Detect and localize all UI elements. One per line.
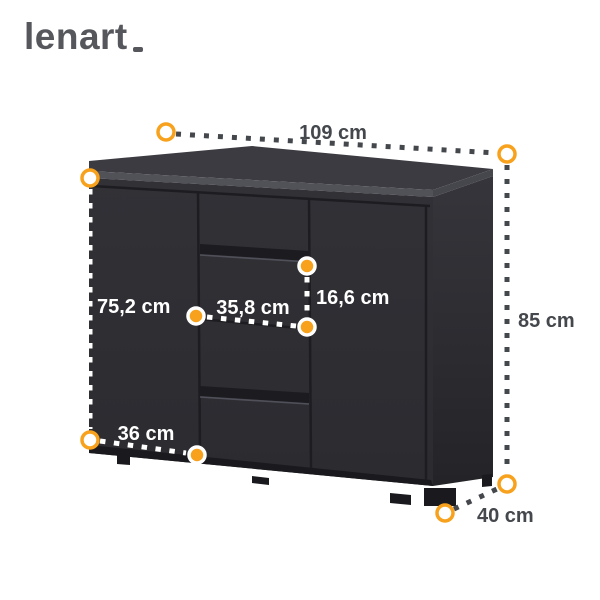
dimension-line-total-width (175, 131, 497, 156)
measure-point-icon (297, 256, 317, 276)
measure-point-icon (80, 430, 100, 450)
cabinet-foot-left (117, 454, 130, 465)
measure-point-icon (156, 122, 176, 142)
cabinet-foot-middle (252, 476, 269, 485)
drawer-groove-1-highlight (199, 254, 310, 263)
measure-point-icon (297, 317, 317, 337)
measure-point-icon (186, 306, 206, 326)
measure-point-icon (497, 474, 517, 494)
drawer-groove-2 (200, 386, 309, 403)
label-left-door-width: 36 cm (118, 423, 175, 445)
measure-point-icon (435, 503, 455, 523)
label-drawer-height: 16,6 cm (316, 287, 389, 309)
cabinet-foot-right (390, 493, 411, 505)
cabinet-plinth-shadow (89, 445, 433, 486)
cabinet-side-face (433, 176, 493, 486)
cabinet-top-front-edge (89, 171, 433, 197)
brand-logo-text: lenart (24, 16, 128, 57)
label-drawer-width: 35,8 cm (216, 297, 289, 319)
dimension-line-drawer-width (206, 314, 297, 329)
label-total-height: 85 cm (518, 310, 575, 332)
measure-point-icon (80, 168, 100, 188)
cabinet-top-right-edge (433, 169, 493, 197)
drawer-groove-1 (200, 244, 309, 261)
label-total-width: 109 cm (299, 122, 367, 144)
drawer-groove-2-highlight (199, 396, 310, 405)
cabinet-top-gap (91, 184, 431, 208)
measure-point-icon (497, 144, 517, 164)
dimension-annotations: 109 cm 85 cm 40 cm 75,2 cm 36 cm 35,8 cm… (80, 122, 575, 527)
cabinet-top-face (89, 146, 493, 190)
cabinet-foot-front-right (424, 488, 456, 506)
cabinet-front-face (89, 178, 433, 486)
label-left-side-height: 75,2 cm (97, 296, 170, 318)
cabinet-illustration (89, 146, 493, 506)
brand-logo-dot-icon (132, 47, 143, 52)
label-total-depth: 40 cm (477, 505, 534, 527)
cabinet-foot-back-right (482, 474, 492, 487)
dimension-line-left-door-width (99, 438, 187, 456)
measure-point-icon (187, 445, 207, 465)
brand-logo: lenart (24, 18, 143, 55)
